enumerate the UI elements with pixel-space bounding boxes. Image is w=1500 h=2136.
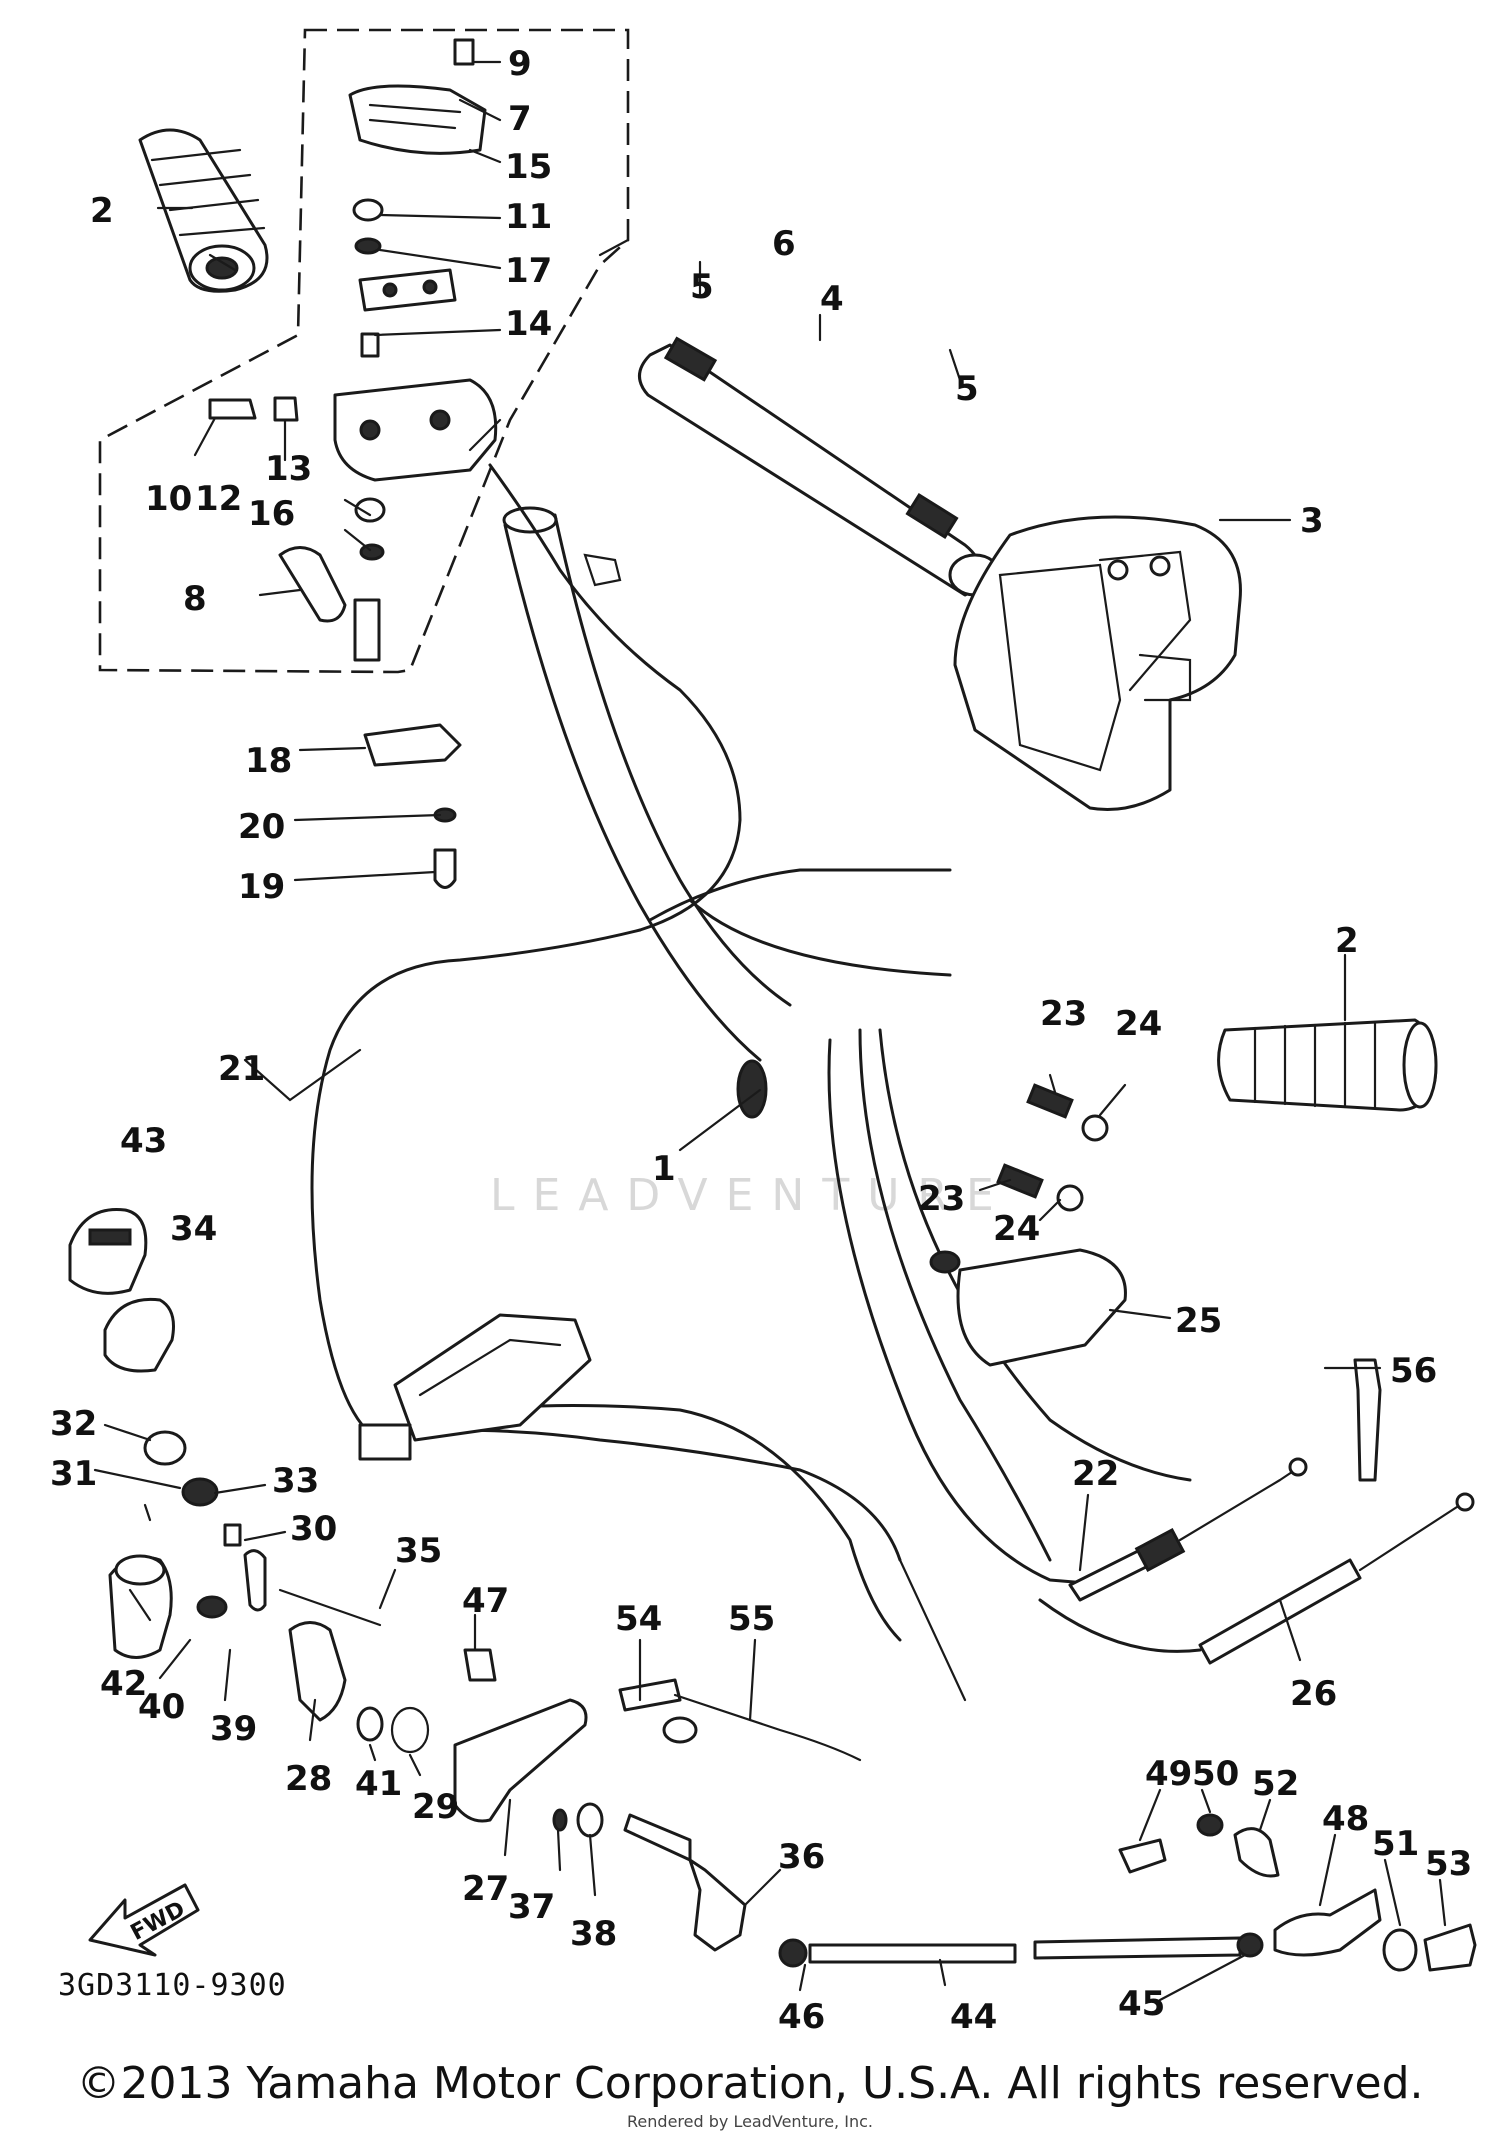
callout-23-bottom: 23 [918,1179,965,1219]
callout-2-right: 2 [1335,921,1359,961]
callout-8: 8 [183,579,207,619]
callout-51: 51 [1372,1824,1419,1864]
callout-42: 42 [100,1664,147,1704]
callout-48: 48 [1322,1799,1369,1839]
callout-49: 49 [1145,1754,1192,1794]
callout-1: 1 [652,1149,676,1189]
cable-22 [1068,1457,1308,1602]
callout-19: 19 [238,867,285,907]
callout-55: 55 [728,1599,775,1639]
callout-46: 46 [778,1997,825,2037]
callout-18: 18 [245,741,292,781]
callout-10: 10 [145,479,192,519]
part-25 [929,1248,1127,1367]
fwd-arrow: FWD [88,1883,200,1957]
callout-5-left: 5 [690,267,714,307]
callout-12: 12 [195,479,242,519]
copyright-text: ©2013 Yamaha Motor Corporation, U.S.A. A… [76,2058,1424,2109]
throttle-parts [68,1207,430,1754]
callout-32: 32 [50,1404,97,1444]
callout-7: 7 [508,99,532,139]
callout-23-top: 23 [1040,994,1087,1034]
callout-20: 20 [238,807,285,847]
switch-assembly-outline [98,28,630,674]
callout-36: 36 [778,1837,825,1877]
callout-31: 31 [50,1454,97,1494]
switch-assembly [208,38,498,889]
callout-56: 56 [1390,1351,1437,1391]
rendered-by-text: Rendered by LeadVenture, Inc. [627,2112,873,2131]
callout-39: 39 [210,1709,257,1749]
throttle-bracket [453,1648,862,1952]
callout-28: 28 [285,1759,332,1799]
callout-25: 25 [1175,1301,1222,1341]
callout-40: 40 [138,1687,185,1727]
cables [310,463,1202,1702]
callout-52: 52 [1252,1764,1299,1804]
callout-24-bottom: 24 [993,1209,1040,1249]
callout-16: 16 [248,494,295,534]
throttle-rod [778,1813,1477,1972]
callout-37: 37 [508,1887,555,1927]
callout-29: 29 [412,1787,459,1827]
cable-26 [1198,1492,1475,1665]
diagram-code: 3GD3110-9300 [58,1968,287,2003]
handlebar-pad [638,336,1002,597]
callout-2-left: 2 [90,191,114,231]
callout-34: 34 [170,1209,217,1249]
handlebar-cover [953,515,1242,812]
callout-4: 4 [820,279,844,319]
callout-44: 44 [950,1997,997,2037]
callout-numbers: 9 7 15 11 17 14 6 2 10 12 13 16 8 18 20 … [50,44,1472,2037]
cable-tie [1353,1358,1382,1482]
callout-38: 38 [570,1914,617,1954]
junction-box [358,1313,592,1461]
callout-17: 17 [505,251,552,291]
callout-27: 27 [462,1869,509,1909]
right-grip [1217,1018,1438,1112]
callout-45: 45 [1118,1984,1165,2024]
callout-53: 53 [1425,1844,1472,1884]
callout-54: 54 [615,1599,662,1639]
callout-21: 21 [218,1049,265,1089]
callout-22: 22 [1072,1454,1119,1494]
callout-24-top: 24 [1115,1004,1162,1044]
callout-3: 3 [1300,501,1324,541]
callout-26: 26 [1290,1674,1337,1714]
callout-15: 15 [505,147,552,187]
callout-33: 33 [272,1461,319,1501]
callout-30: 30 [290,1509,337,1549]
callout-43: 43 [120,1121,167,1161]
handlebar [502,506,952,1119]
cable-adjusters [996,1083,1109,1212]
leader-lines [93,60,1447,2002]
callout-13: 13 [265,449,312,489]
callout-50: 50 [1192,1754,1239,1794]
left-grip [138,128,269,293]
callout-6: 6 [772,224,796,264]
callout-5-right: 5 [955,369,979,409]
callout-35: 35 [395,1531,442,1571]
callout-11: 11 [505,197,552,237]
callout-14: 14 [505,304,552,344]
callout-9: 9 [508,44,532,84]
callout-41: 41 [355,1764,402,1804]
callout-47: 47 [462,1581,509,1621]
